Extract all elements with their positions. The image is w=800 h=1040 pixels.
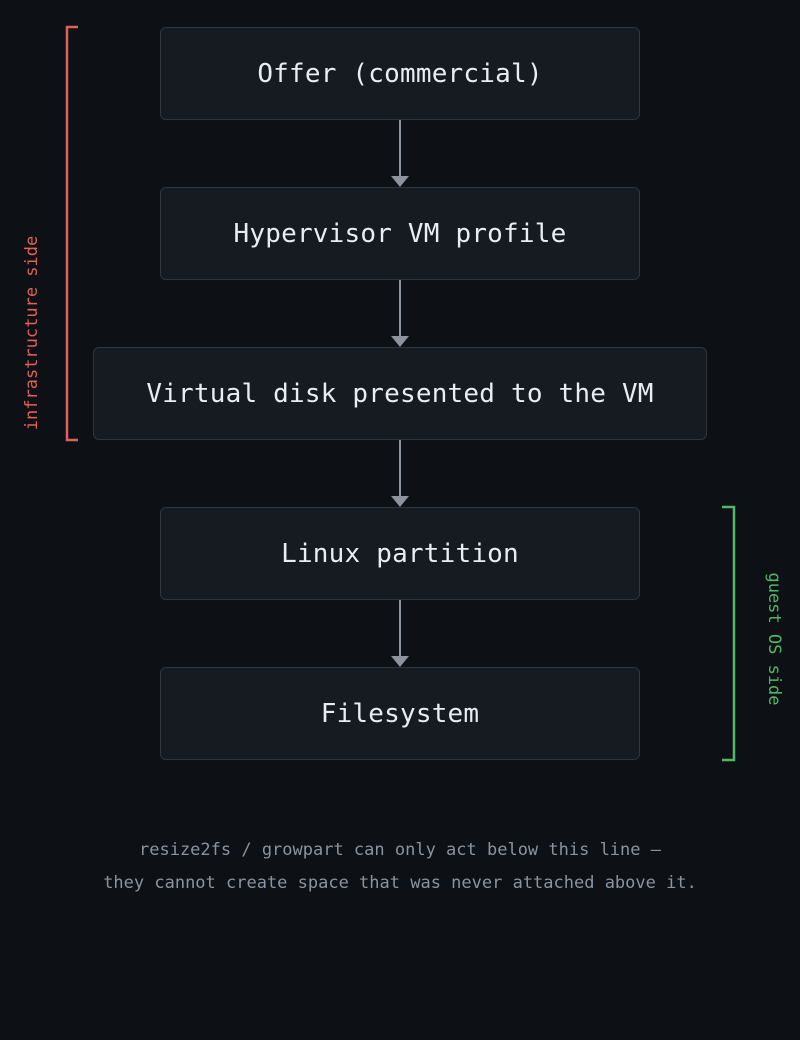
hypervisor-profile-box: Hypervisor VM profile: [160, 187, 640, 280]
infrastructure-bracket: [65, 25, 78, 442]
arrow-partition-to-filesystem: [391, 600, 409, 667]
infrastructure-side-label: infrastructure side: [22, 235, 42, 431]
linux-partition-box: Linux partition: [160, 507, 640, 600]
hypervisor-profile-label: Hypervisor VM profile: [233, 218, 567, 249]
arrow-disk-to-partition: [391, 440, 409, 507]
filesystem-box: Filesystem: [160, 667, 640, 760]
filesystem-label: Filesystem: [320, 698, 480, 729]
guest-os-side-label: guest OS side: [764, 572, 784, 706]
offer-label: Offer (commercial): [257, 58, 543, 89]
footnote-line-2: they cannot create space that was never …: [103, 873, 697, 893]
linux-partition-label: Linux partition: [281, 538, 519, 569]
guest-os-bracket: [722, 505, 736, 762]
footnote-line-1: resize2fs / growpart can only act below …: [139, 840, 661, 860]
virtual-disk-box: Virtual disk presented to the VM: [93, 347, 707, 440]
offer-box: Offer (commercial): [160, 27, 640, 120]
arrow-offer-to-profile: [391, 120, 409, 187]
virtual-disk-label: Virtual disk presented to the VM: [146, 378, 654, 409]
arrow-profile-to-disk: [391, 280, 409, 347]
